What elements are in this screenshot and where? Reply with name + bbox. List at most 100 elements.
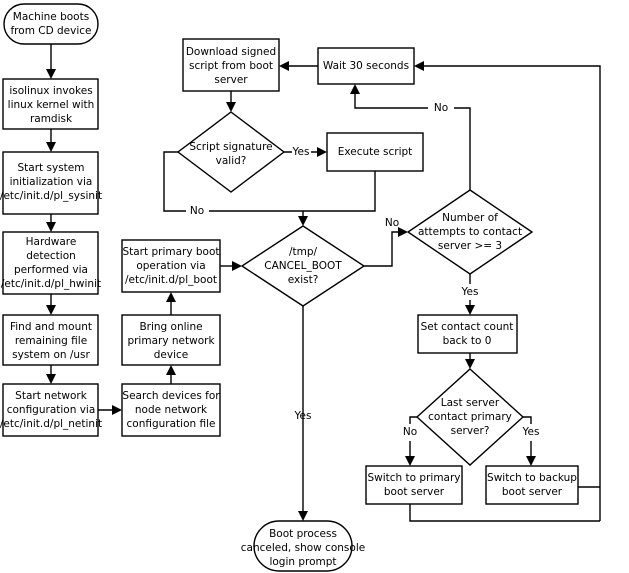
node-bring-online-primary-network-device[interactable]: Bring online primary network device xyxy=(121,314,221,366)
process-shape xyxy=(182,38,280,92)
process-shape xyxy=(121,383,221,437)
arrowhead-feeder-n14 xyxy=(298,216,308,226)
decision-shape xyxy=(415,368,525,466)
process-shape xyxy=(2,78,99,130)
node-last-server-contact-primary[interactable]: Last server contact primary server? xyxy=(415,368,525,466)
node-text-line: ramdisk xyxy=(30,113,73,125)
node-execute-script[interactable]: Execute script xyxy=(326,132,424,172)
node-boot-process-canceled[interactable]: Boot process canceled, show console logi… xyxy=(241,520,365,572)
node-hardware-detection[interactable]: Hardware detection performed via /etc/in… xyxy=(1,231,101,295)
node-text-line: performed via xyxy=(14,264,88,276)
node-text-line: server >= 3 xyxy=(438,240,502,252)
node-text-line: script from boot xyxy=(189,60,273,72)
node-text-line: configuration via xyxy=(7,404,96,416)
node-text-line: Switch to primary xyxy=(367,472,460,484)
node-text-line: Start primary boot xyxy=(122,246,219,258)
node-text-line: boot server xyxy=(502,486,563,498)
edge-return-bus-to-n11 xyxy=(421,65,601,521)
node-text-line: attempts to contact xyxy=(418,226,522,238)
node-text-line: Last server xyxy=(441,397,500,409)
node-text-line: /tmp/ xyxy=(289,246,318,258)
node-number-of-attempts[interactable]: Number of attempts to contact server >= … xyxy=(406,189,534,275)
arrowhead-n10-n12 xyxy=(226,102,236,112)
node-start-system-initialization[interactable]: Start system initialization via /etc/ini… xyxy=(0,151,102,215)
node-text-line: Switch to backup xyxy=(487,472,577,484)
process-shape xyxy=(417,314,518,354)
node-text-line: server? xyxy=(451,425,490,437)
edge-n17-n19-yes xyxy=(523,416,532,459)
node-text-line: /etc/init.d/pl_boot xyxy=(125,274,217,286)
node-text-line: Find and mount xyxy=(10,321,92,333)
arrowhead-n6-n7 xyxy=(112,405,122,415)
node-text-line: Boot process xyxy=(269,528,337,540)
node-switch-to-primary-boot-server[interactable]: Switch to primary boot server xyxy=(365,465,463,505)
arrowhead-return-n11 xyxy=(414,61,424,71)
edge-label-attempts-no: No xyxy=(434,102,448,114)
node-text-line: Number of xyxy=(442,212,498,224)
node-start-primary-boot-operation[interactable]: Start primary boot operation via /etc/in… xyxy=(121,239,221,293)
edge-n15-n11-no xyxy=(354,91,471,190)
node-text-line: Start network xyxy=(15,390,88,402)
edge-label-lastserver-no: No xyxy=(403,426,417,438)
process-shape xyxy=(365,465,463,505)
node-cancel-boot-exists[interactable]: /tmp/ CANCEL_BOOT exist? xyxy=(240,225,366,307)
node-switch-to-backup-boot-server[interactable]: Switch to backup boot server xyxy=(485,465,579,505)
node-text-line: Bring online xyxy=(139,321,202,333)
node-text-line: server xyxy=(214,74,248,86)
arrowhead-n4-n5 xyxy=(46,305,56,315)
node-text-line: device xyxy=(154,349,189,361)
node-text-line: Hardware xyxy=(26,236,77,248)
node-text-line: CANCEL_BOOT xyxy=(264,260,342,272)
node-text-line: Search devices for xyxy=(122,390,220,402)
node-text-line: primary network xyxy=(127,335,215,347)
node-find-and-mount[interactable]: Find and mount remaining file system on … xyxy=(2,314,99,366)
arrowhead-n3-n4 xyxy=(46,222,56,232)
arrowhead-n1-n2 xyxy=(46,69,56,79)
edge-n14-n15-no xyxy=(364,231,401,267)
edge-n13-n14 xyxy=(303,171,376,212)
node-text-line: detection xyxy=(26,250,76,262)
process-shape xyxy=(2,314,99,366)
node-wait-30-seconds[interactable]: Wait 30 seconds xyxy=(317,47,415,85)
node-text-line: exist? xyxy=(288,274,319,286)
node-text-line: boot server xyxy=(384,486,445,498)
node-set-contact-count[interactable]: Set contact count back to 0 xyxy=(417,314,518,354)
node-text-line: /etc/init.d/pl_hwinit xyxy=(1,278,101,290)
terminator-shape xyxy=(253,520,353,572)
arrowhead-n14-n15 xyxy=(398,227,408,237)
node-text-line: login prompt xyxy=(269,556,336,568)
edge-label-cancelboot-no: No xyxy=(385,217,399,229)
arrowhead-n8-n9 xyxy=(166,292,176,302)
node-text-line: configuration file xyxy=(127,418,216,430)
node-download-signed-script[interactable]: Download signed script from boot server xyxy=(182,38,280,92)
node-script-signature-valid[interactable]: Script signature valid? xyxy=(176,111,286,193)
node-machine-boots[interactable]: Machine boots from CD device xyxy=(3,3,99,45)
arrowhead-n11-n10 xyxy=(279,61,289,71)
arrowhead-n2-n3 xyxy=(46,142,56,152)
node-search-devices[interactable]: Search devices for node network configur… xyxy=(121,383,221,437)
process-shape xyxy=(121,314,221,366)
node-text-line: Machine boots xyxy=(13,11,89,23)
process-shape xyxy=(2,151,99,215)
process-shape xyxy=(317,47,415,85)
arrowhead-n14-n20 xyxy=(298,511,308,521)
node-isolinux-invokes[interactable]: isolinux invokes linux kernel with ramdi… xyxy=(2,78,99,130)
edge-label-signature-yes: Yes xyxy=(292,146,310,158)
node-text-line: Wait 30 seconds xyxy=(323,60,409,72)
arrowhead-n16-n17 xyxy=(465,359,475,369)
arrowhead-n9-n14 xyxy=(232,261,242,271)
node-text-line: Start system xyxy=(18,162,85,174)
node-text-line: canceled, show console xyxy=(241,542,365,554)
node-text-line: contact primary xyxy=(428,411,512,423)
arrowhead-n15-n11 xyxy=(350,84,360,94)
node-text-line: initialization via xyxy=(10,176,93,188)
edge-label-lastserver-yes: Yes xyxy=(522,426,540,438)
node-start-network-configuration[interactable]: Start network configuration via /etc/ini… xyxy=(0,383,102,437)
node-text-line: operation via xyxy=(136,260,205,272)
terminator-shape xyxy=(3,3,99,45)
process-shape xyxy=(485,465,579,505)
arrowhead-n17-n18 xyxy=(405,456,415,466)
node-text-line: valid? xyxy=(216,155,247,167)
node-text-line: Execute script xyxy=(338,146,413,158)
